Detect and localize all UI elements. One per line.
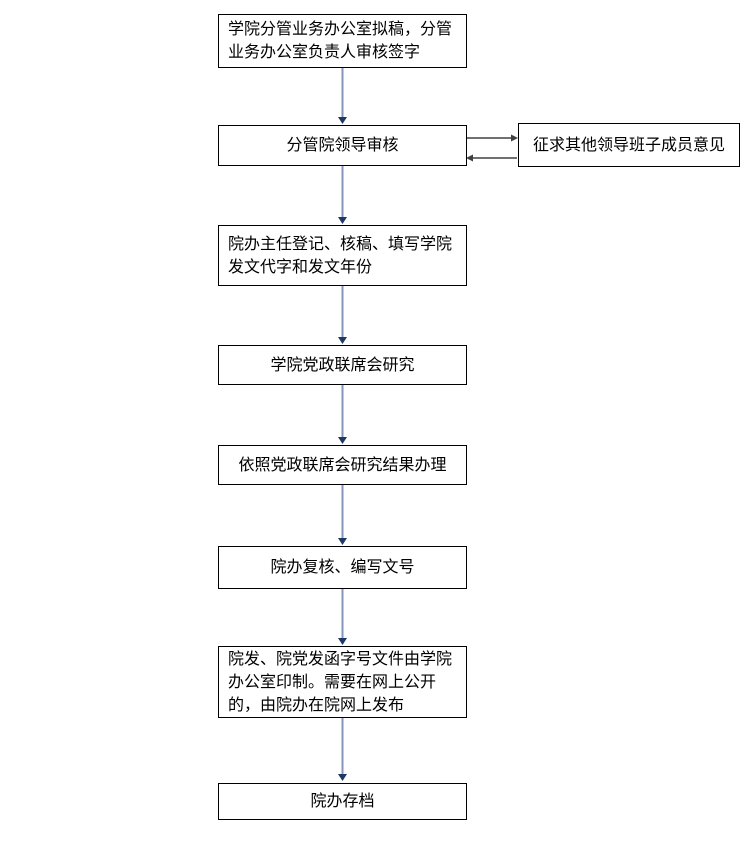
node-text-line: 发文代字和发文年份 bbox=[228, 258, 373, 276]
node-text-line: 院办主任登记、核稿、填写学院 bbox=[228, 235, 453, 253]
arrow-joint-meeting-to-follow-results bbox=[338, 385, 347, 444]
node-text-line: 学院分管业务办公室拟稿，分管 bbox=[228, 21, 453, 38]
arrow-leader-review-to-consult bbox=[467, 134, 518, 142]
node-text-line: 业务办公室负责人审核签字 bbox=[228, 44, 421, 61]
arrow-review-number-to-print-publish bbox=[338, 589, 347, 645]
node-text-line: 依照党政联席会研究结果办理 bbox=[238, 456, 447, 474]
arrow-leader-review-to-registration bbox=[338, 166, 347, 224]
flow-node-draft: 学院分管业务办公室拟稿，分管 业务办公室负责人审核签字 bbox=[218, 14, 467, 68]
arrow-follow-results-to-review-number bbox=[338, 485, 347, 545]
node-text-line: 征求其他领导班子成员意见 bbox=[532, 136, 725, 154]
node-text-line: 分管院领导审核 bbox=[286, 137, 399, 154]
flow-node-leader-review: 分管院领导审核 bbox=[218, 125, 467, 166]
node-text-line: 院办复核、编写文号 bbox=[270, 559, 415, 576]
node-text-line: 学院党政联席会研究 bbox=[270, 356, 415, 374]
node-text-line: 院办存档 bbox=[310, 793, 375, 810]
arrow-print-publish-to-archive bbox=[338, 718, 347, 781]
arrow-draft-to-leader-review bbox=[338, 68, 347, 124]
arrow-registration-to-joint-meeting bbox=[338, 286, 347, 344]
node-text-line: 院发、院党发函字号文件由学院 bbox=[228, 650, 453, 668]
flow-node-archive: 院办存档 bbox=[218, 783, 467, 820]
flow-node-print-publish: 院发、院党发函字号文件由学院 办公室印制。需要在网上公开 的，由院办在院网上发布 bbox=[218, 646, 467, 718]
flow-node-follow-results: 依照党政联席会研究结果办理 bbox=[218, 445, 467, 485]
flow-node-review-number: 院办复核、编写文号 bbox=[218, 546, 467, 589]
flow-node-consult: 征求其他领导班子成员意见 bbox=[518, 123, 740, 167]
flow-node-joint-meeting: 学院党政联席会研究 bbox=[218, 345, 467, 385]
node-text-line: 的，由院办在院网上发布 bbox=[228, 696, 405, 714]
arrow-consult-to-leader-review bbox=[466, 154, 517, 162]
node-text-line: 办公室印制。需要在网上公开 bbox=[228, 673, 437, 691]
flow-node-registration: 院办主任登记、核稿、填写学院 发文代字和发文年份 bbox=[218, 225, 467, 286]
